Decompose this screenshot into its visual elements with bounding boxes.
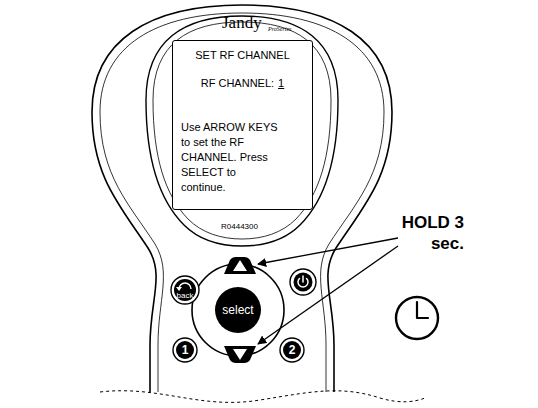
field-value: 1 [278, 77, 284, 89]
screen-bezel [146, 16, 338, 246]
back-label: back [177, 292, 194, 300]
down-arrow-glyph [233, 349, 247, 360]
lcd-screen: SET RF CHANNEL RF CHANNEL: 1Use ARROW KEYS… [172, 40, 313, 210]
select-button-face [215, 287, 261, 333]
screen-title: SET RF CHANNEL [179, 49, 306, 62]
button-ring [171, 276, 199, 304]
part-number: R0444300 [221, 222, 258, 231]
button-face [176, 341, 194, 359]
power-symbol [298, 276, 308, 287]
button-ring [173, 338, 197, 362]
up-arrow-button [224, 257, 256, 274]
remote-housing [92, 5, 392, 392]
num-button: 2 [279, 337, 305, 363]
num-label: 1 [182, 344, 189, 356]
brand-series: ProSeries [268, 26, 291, 32]
button-face [174, 279, 196, 301]
num-label: 2 [289, 344, 296, 356]
hold-callout: HOLD 3 sec. [398, 212, 464, 254]
back-button: back [170, 275, 200, 305]
cut-line [100, 391, 425, 403]
clock-icon [396, 297, 438, 339]
down-arrow-button [224, 346, 256, 363]
leader-line [258, 246, 398, 344]
back-arrow-head [176, 287, 182, 291]
field-label: RF CHANNEL: [201, 77, 274, 89]
screen-instructions: Use ARROW KEYS to set the RF CHANNEL. Pr… [181, 120, 281, 195]
screen-bezel-inner [153, 22, 331, 239]
button-ring [280, 338, 304, 362]
clock-hands [417, 302, 428, 318]
select-button: select [214, 286, 262, 334]
brand-logo: Jandy [222, 13, 262, 33]
power-button-face [294, 273, 313, 292]
up-arrow-glyph [233, 260, 247, 271]
button-face [283, 341, 301, 359]
num-button: 1 [172, 337, 198, 363]
remote-inner-outline [100, 13, 384, 392]
dpad-ring [192, 264, 284, 356]
screen-row: RF CHANNEL: 1 [179, 77, 306, 90]
power-button [290, 269, 316, 295]
select-label: select [222, 304, 253, 316]
back-shape [170, 275, 200, 305]
